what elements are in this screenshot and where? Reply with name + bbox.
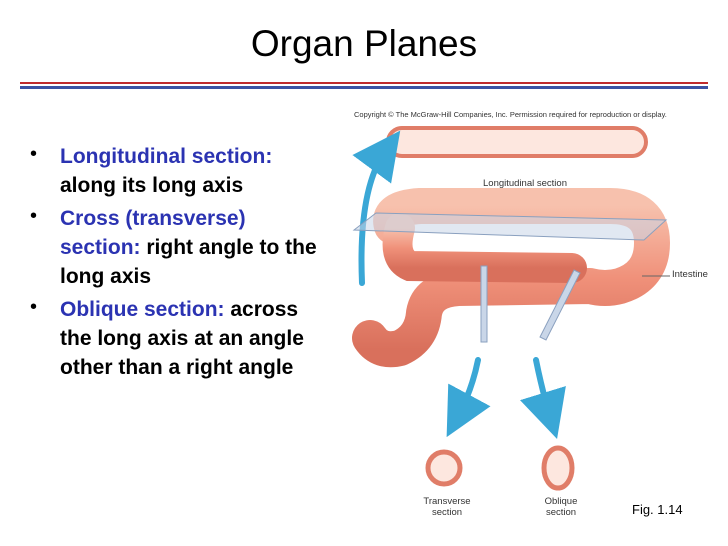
label-oblique-line2: section — [545, 507, 577, 518]
bullet-term: Oblique section: — [60, 298, 225, 321]
arrow-longitudinal-icon — [352, 130, 401, 286]
title-divider-blue — [20, 86, 708, 89]
oblique-section-ring — [541, 445, 575, 491]
bullet-icon: • — [30, 143, 38, 165]
label-transverse-line2: section — [431, 507, 463, 518]
intestine-illustration — [352, 126, 670, 491]
label-transverse-section: Transverse section — [402, 496, 492, 518]
transverse-plane — [480, 265, 488, 343]
bullet-term: Longitudinal section: — [60, 145, 273, 168]
label-intestine: Intestine — [672, 269, 708, 280]
slide-title: Organ Planes — [250, 23, 478, 64]
oblique-plane — [539, 269, 581, 341]
bullet-icon: • — [30, 296, 38, 318]
transverse-section-ring — [425, 449, 463, 487]
bullet-list: • Longitudinal section: along its long a… — [30, 142, 330, 386]
label-longitudinal-section: Longitudinal section — [483, 178, 567, 189]
figure-number: Fig. 1.14 — [632, 502, 683, 517]
label-oblique-section: Oblique section — [526, 496, 596, 518]
longitudinal-section-shape — [386, 126, 648, 158]
copyright-notice: Copyright © The McGraw-Hill Companies, I… — [354, 110, 667, 119]
bullet-term: Cross (transverse) section: — [60, 207, 246, 259]
bullet-text: along its long axis — [60, 174, 244, 197]
intestine-shape — [352, 188, 670, 368]
arrow-oblique-icon — [520, 357, 566, 439]
label-transverse-line1: Transverse — [423, 496, 471, 507]
arrow-transverse-icon — [446, 357, 491, 438]
bullet-longitudinal: • Longitudinal section: along its long a… — [30, 142, 330, 200]
organ-planes-figure: Copyright © The McGraw-Hill Companies, I… — [340, 98, 728, 546]
bullet-text: right angle to the long axis — [60, 236, 317, 288]
bullet-text: across the long axis at an angle other t… — [60, 298, 304, 379]
label-oblique-line1: Oblique — [544, 496, 578, 507]
bullet-oblique: • Oblique section: across the long axis … — [30, 295, 330, 382]
bullet-cross: • Cross (transverse) section: right angl… — [30, 204, 330, 291]
intestine-loop-upper — [382, 213, 587, 283]
title-divider-red — [20, 82, 708, 84]
longitudinal-plane — [352, 212, 668, 241]
bullet-icon: • — [30, 205, 38, 227]
